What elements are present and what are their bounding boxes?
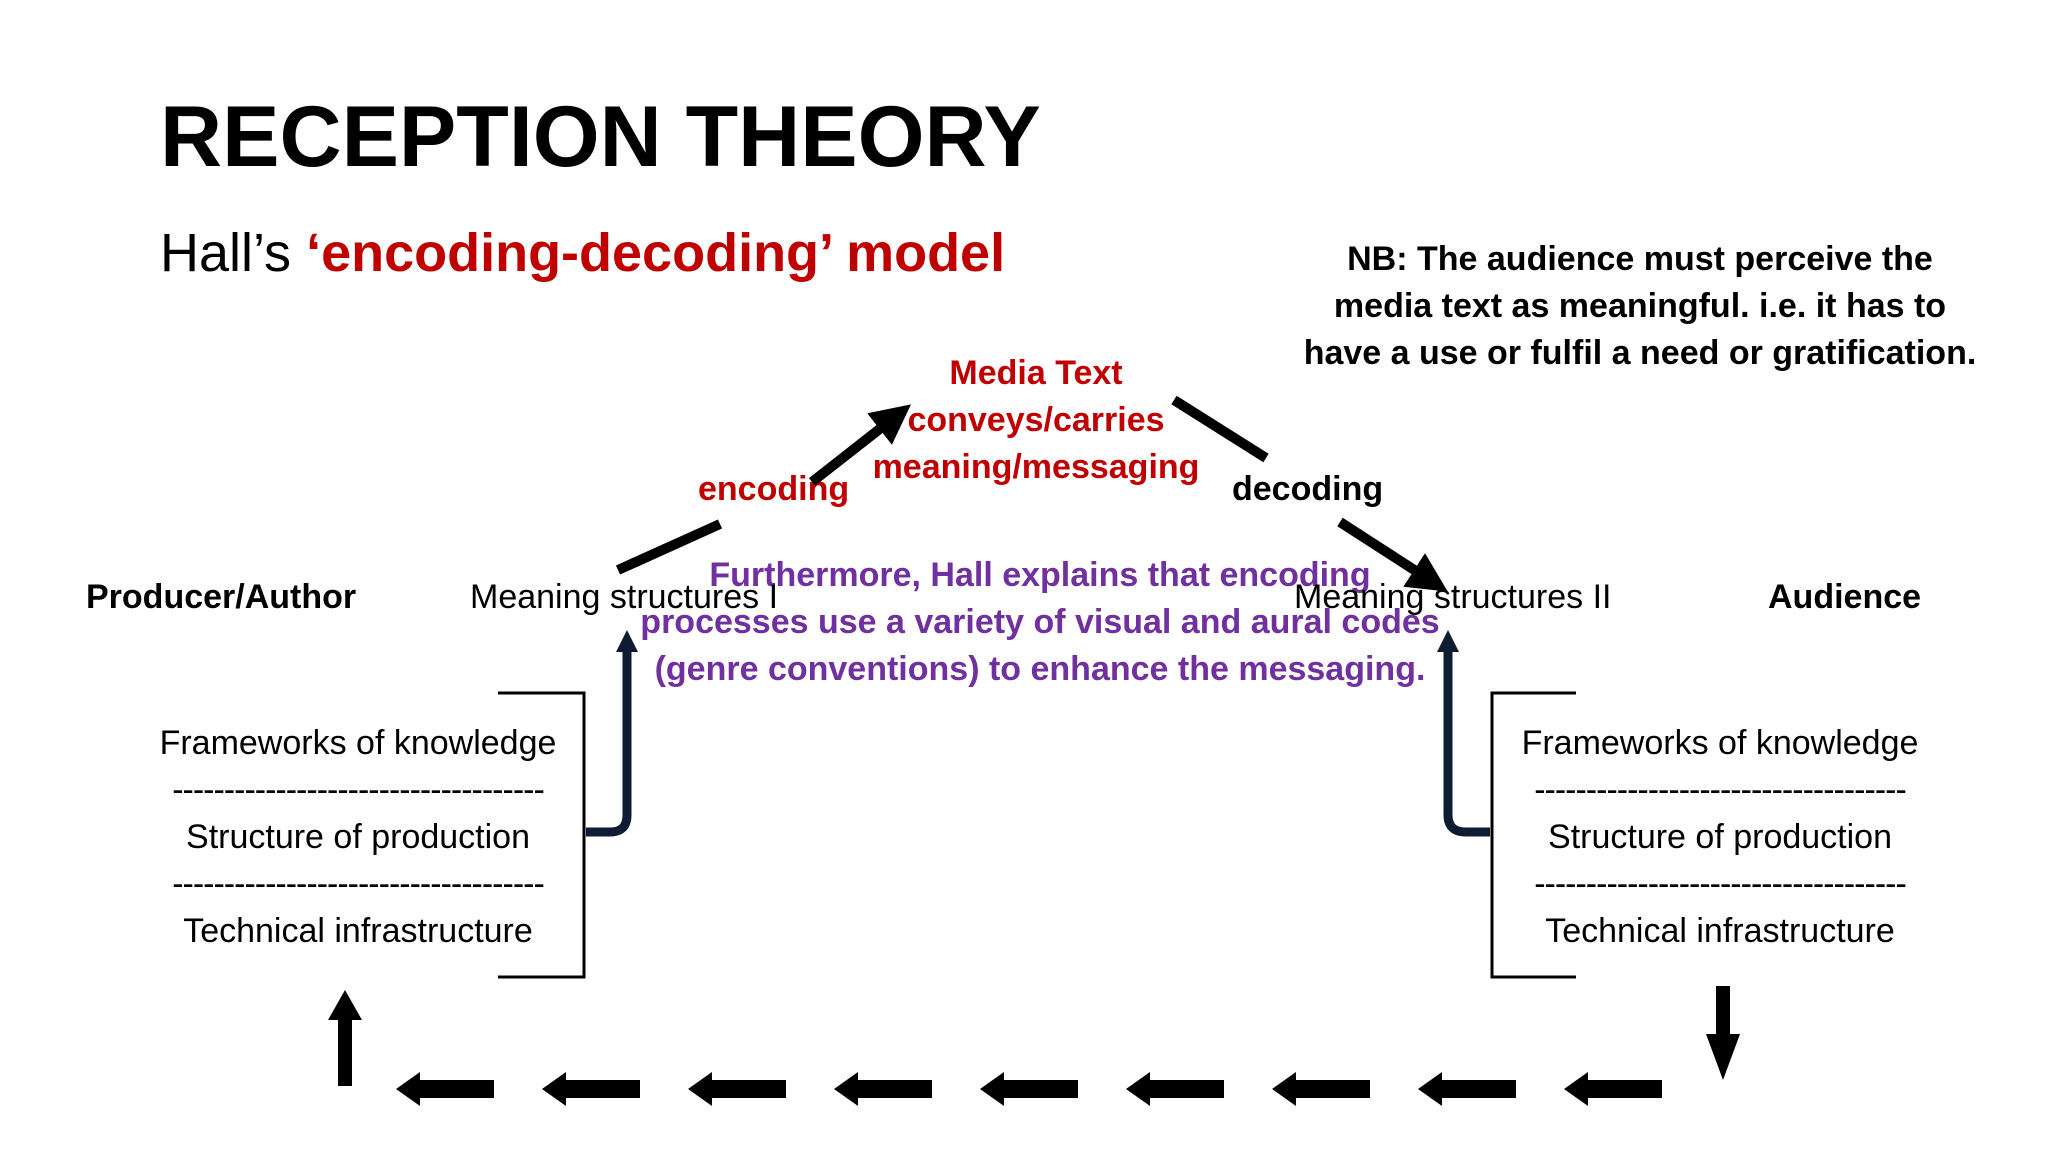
left-arrow-icon: [542, 1072, 640, 1106]
meaning-structures-2: Meaning structures II: [1294, 578, 1612, 616]
return-arrows: [396, 1072, 1662, 1106]
media-text-box: Media Text conveys/carries meaning/messa…: [846, 350, 1226, 491]
subtitle-prefix: Hall’s: [160, 223, 307, 283]
factor-production: Structure of production: [1548, 818, 1892, 856]
producer-connector: [586, 650, 632, 837]
audience-bracket: [1490, 691, 1576, 979]
factor-divider: ------------------------------------: [172, 865, 545, 903]
left-arrow-icon: [1564, 1072, 1662, 1106]
producer-connector-arrowhead: [616, 630, 638, 652]
explanation-text: Furthermore, Hall explains that encoding…: [640, 556, 1440, 688]
producer-factors: Frameworks of knowledge ----------------…: [138, 720, 578, 955]
down-arrow-icon: [1706, 1034, 1740, 1080]
audience-connector: [1443, 650, 1490, 837]
audience-connector-arrowhead: [1437, 630, 1459, 652]
left-arrow-icon: [396, 1072, 494, 1106]
factor-divider: ------------------------------------: [1534, 771, 1907, 809]
factor-divider: ------------------------------------: [172, 771, 545, 809]
media-text-title: Media Text: [949, 354, 1123, 392]
subtitle-highlight: ‘encoding-decoding’ model: [306, 223, 1006, 283]
encoding-arrow-upper: [808, 404, 912, 486]
factor-divider: ------------------------------------: [1534, 865, 1907, 903]
left-arrow-icon: [688, 1072, 786, 1106]
producer-label: Producer/Author: [86, 578, 357, 616]
media-text-line3: meaning/messaging: [872, 448, 1200, 486]
factor-frameworks: Frameworks of knowledge: [1521, 724, 1919, 762]
left-arrow-icon: [834, 1072, 932, 1106]
up-arrow-icon: [328, 990, 362, 1020]
decoding-label: decoding: [1232, 470, 1384, 508]
factor-frameworks: Frameworks of knowledge: [159, 724, 557, 762]
meaning-structures-1: Meaning structures I: [470, 578, 779, 616]
factor-infrastructure: Technical infrastructure: [1545, 912, 1895, 950]
left-arrow-icon: [1126, 1072, 1224, 1106]
factor-infrastructure: Technical infrastructure: [183, 912, 533, 950]
slide-title: RECEPTION THEORY: [160, 89, 1041, 185]
decoding-arrow-upper: [1171, 395, 1269, 463]
slide-subtitle: Hall’s ‘encoding-decoding’ model: [160, 222, 1005, 284]
left-arrow-icon: [1418, 1072, 1516, 1106]
producer-bracket: [498, 691, 586, 979]
media-text-line2: conveys/carries: [907, 401, 1165, 439]
factor-production: Structure of production: [186, 818, 530, 856]
audience-factors: Frameworks of knowledge ----------------…: [1500, 720, 1940, 955]
decoding-arrow-lower: [1337, 517, 1448, 592]
audience-label: Audience: [1768, 578, 1922, 616]
down-arrow-shaft: [1716, 986, 1730, 1036]
encoding-arrow-lower: [615, 519, 723, 575]
left-arrow-icon: [980, 1072, 1078, 1106]
audience-note: NB: The audience must perceive the media…: [1303, 240, 1977, 372]
up-arrow-shaft: [338, 1018, 352, 1086]
left-arrow-icon: [1272, 1072, 1370, 1106]
